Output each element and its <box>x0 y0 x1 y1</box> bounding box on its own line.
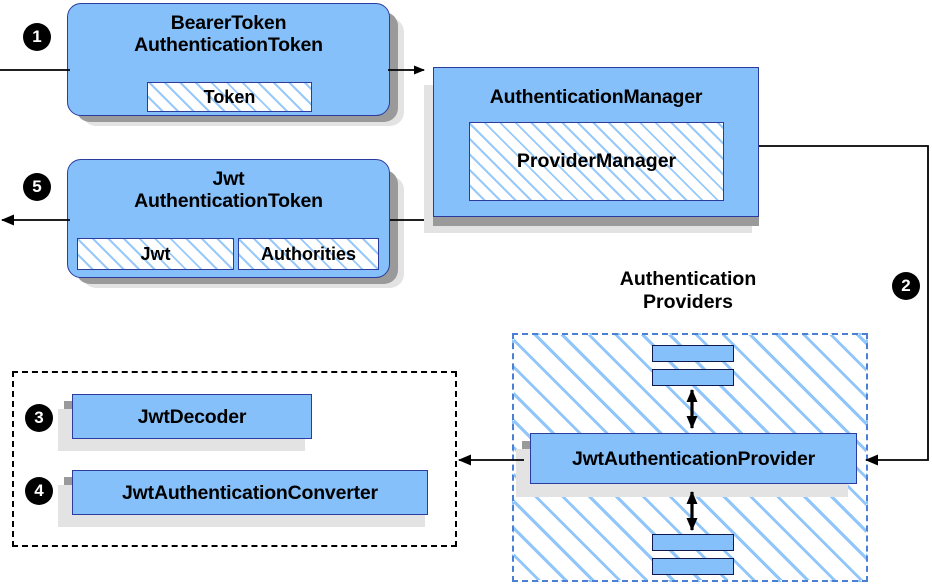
jwt-authentication-token[interactable]: Jwt AuthenticationToken Jwt Authorities <box>67 159 390 278</box>
jwt-authentication-provider[interactable]: JwtAuthenticationProvider <box>530 433 857 484</box>
step-badge-4: 4 <box>26 478 52 504</box>
provider-manager-box[interactable]: ProviderManager <box>469 122 724 201</box>
authentication-providers-label-line2: Providers <box>643 291 733 313</box>
jwt-authentication-converter-label: JwtAuthenticationConverter <box>122 482 378 504</box>
manager-to-provider-arrow <box>759 145 929 466</box>
step-badge-5: 5 <box>24 174 50 200</box>
jwt-authentication-converter-box[interactable]: JwtAuthenticationConverter <box>72 470 428 515</box>
jwt-token-child-authorities[interactable]: Authorities <box>238 238 379 270</box>
step-badge-3: 3 <box>26 405 52 431</box>
bearer-token-title-line2: AuthenticationToken <box>134 34 323 56</box>
step-badge-1: 1 <box>24 24 50 50</box>
bearer-token-title-line1: BearerToken <box>170 12 287 34</box>
jwt-decoder-label: JwtDecoder <box>137 406 247 428</box>
jwt-token-child-jwt[interactable]: Jwt <box>77 238 234 270</box>
authentication-providers-label-line1: Authentication <box>619 268 757 290</box>
bearer-token-child-token[interactable]: Token <box>147 82 312 112</box>
provider-stub-top-bar-1 <box>652 345 734 362</box>
provider-stub-bottom-bar-2 <box>652 558 734 575</box>
support-components-box <box>12 371 457 547</box>
authentication-manager[interactable]: AuthenticationManager ProviderManager <box>433 67 759 217</box>
jwt-authentication-provider-label: JwtAuthenticationProvider <box>571 448 816 470</box>
provider-stub-top-bar-2 <box>652 369 734 386</box>
jwt-decoder-box[interactable]: JwtDecoder <box>72 394 312 439</box>
step-badge-2: 2 <box>893 273 919 299</box>
jwt-token-title-line2: AuthenticationToken <box>134 190 323 212</box>
authentication-manager-title: AuthenticationManager <box>489 86 703 108</box>
bearer-token-box[interactable]: BearerToken AuthenticationToken Token <box>67 3 390 116</box>
provider-stub-bottom-bar-1 <box>652 534 734 551</box>
jwt-token-title-line1: Jwt <box>212 168 245 190</box>
authentication-providers-label: Authentication Providers <box>588 268 788 314</box>
